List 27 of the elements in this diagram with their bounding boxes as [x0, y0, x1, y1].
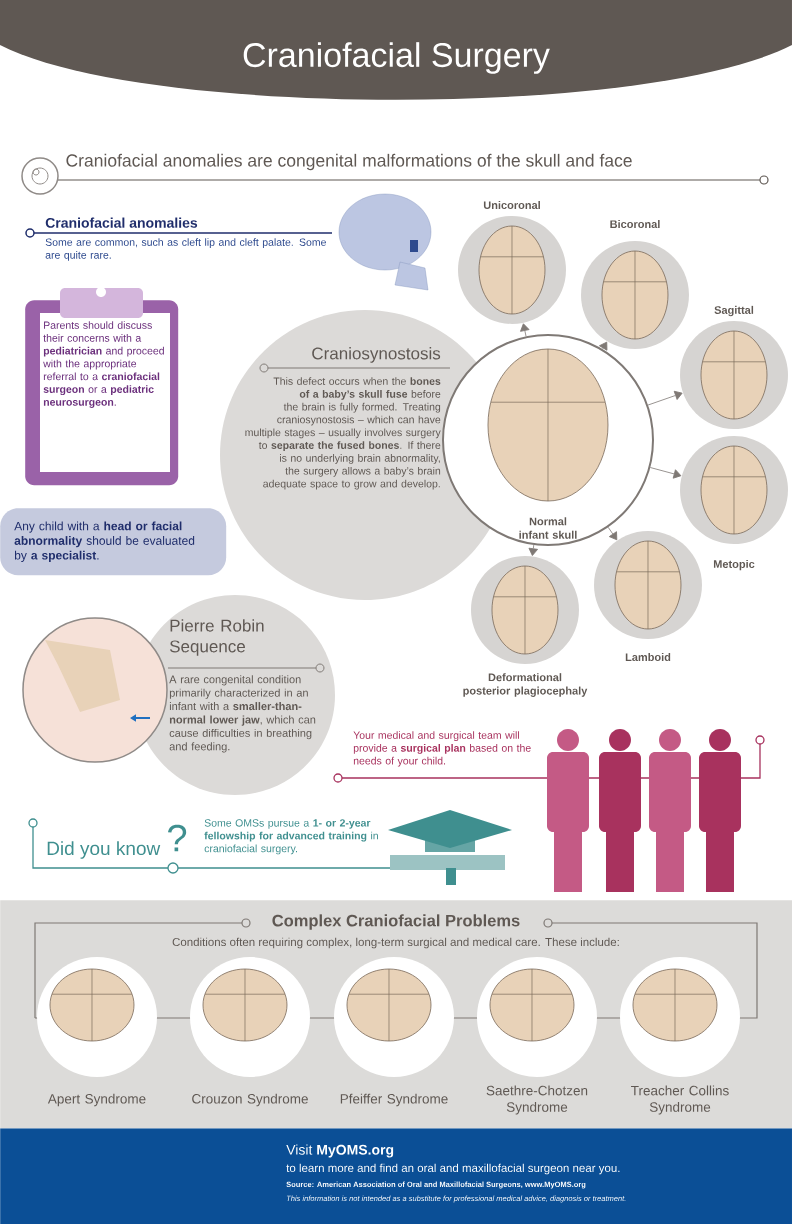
arrow: [649, 467, 682, 479]
node-label: Deformational posterior plagiocephaly: [463, 673, 588, 697]
node-label: Apert Syndrome: [47, 1093, 146, 1107]
node-label: Unicoronal: [483, 200, 540, 210]
section-heading: Craniofacial anomalies are congenital malformations of the skull and face: [66, 153, 632, 171]
notice-band: Any child with a head or facial abnormality should be evaluated by a specialist.: [0, 508, 227, 576]
arrow: [599, 341, 608, 351]
arrow: [607, 526, 618, 541]
node-label: Pfeiffer Syndrome: [340, 1093, 448, 1107]
description-text: Some are common, such as cleft lip and cleft palate. Some are quite rare.: [45, 238, 326, 261]
arrow: [647, 390, 683, 406]
question-mark: ?: [168, 824, 187, 852]
clipboard-note: Parents should discuss their concerns with a pediatrician and proceed with the appropriate referral to a craniofacial surgeon or a pediatric neurosurgeon.: [25, 287, 179, 486]
team-text: Your medical and surgical team will provide a surgical plan based on the needs of your child.: [353, 731, 531, 767]
arrow: [520, 323, 530, 337]
node-label: Crouzon Syndrome: [192, 1093, 308, 1107]
arrow: [528, 544, 538, 556]
node-label: Lamboid: [625, 652, 671, 662]
node-label: Saethre-Chotzen Syndrome: [486, 1085, 588, 1115]
title-banner: Craniofacial Surgery: [0, 0, 792, 100]
node-label: Metopic: [713, 559, 755, 571]
subheading: Craniofacial anomalies: [45, 217, 198, 228]
node-label: Bicoronal: [610, 219, 660, 229]
did-you-know-heading: Did you know: [47, 841, 161, 859]
node-label: Treacher Collins Syndrome: [631, 1085, 729, 1115]
node-label: Sagittal: [714, 305, 754, 317]
fact-text: Some OMSs pursue a 1- or 2-year fellowship for advanced training in craniofacial surgery.: [204, 819, 378, 855]
